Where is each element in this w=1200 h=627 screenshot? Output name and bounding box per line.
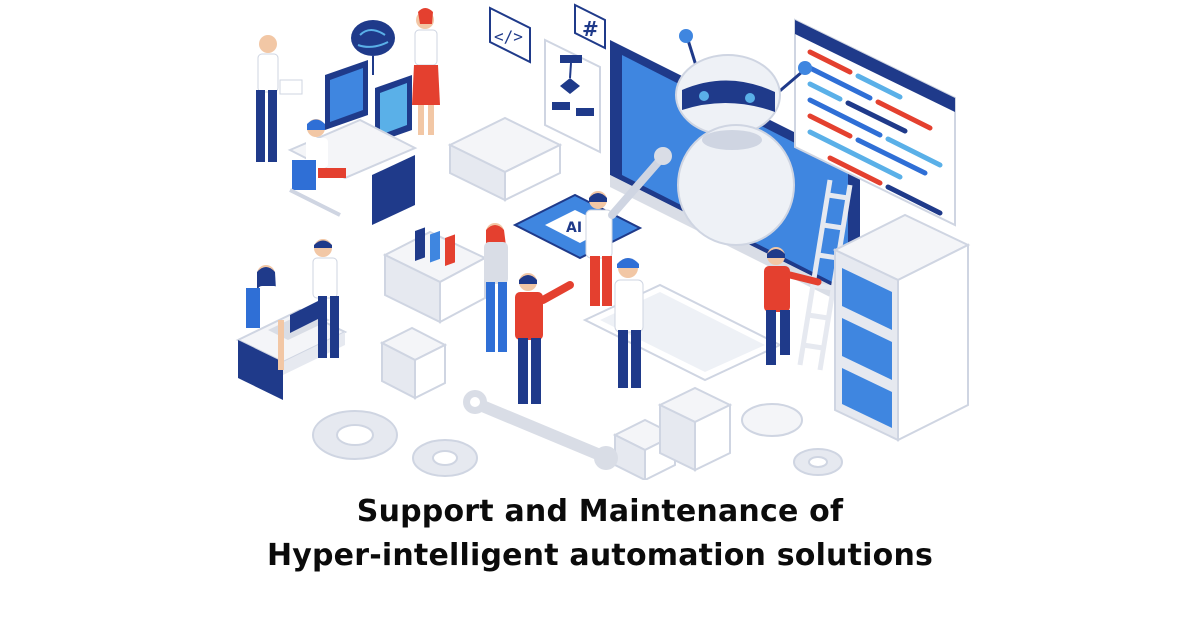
paper-stack <box>447 116 563 202</box>
person-with-wrench <box>585 147 672 306</box>
person-manager-top <box>256 35 303 162</box>
flowchart-icon <box>544 38 601 154</box>
svg-text:</>: </> <box>494 27 523 46</box>
person-engineer <box>614 258 644 388</box>
caption-line-1: Support and Maintenance of <box>356 494 844 529</box>
brain-icon <box>351 20 395 75</box>
wrench-icon <box>463 390 618 470</box>
code-panel <box>794 18 956 227</box>
person-woman-center <box>484 223 508 352</box>
svg-text:AI: AI <box>566 220 582 236</box>
caption: Support and Maintenance of Hyper-intelli… <box>0 490 1200 578</box>
mouse-icon <box>741 403 803 437</box>
svg-text:#: # <box>582 17 599 41</box>
dashboard-monitors <box>325 60 412 143</box>
caption-line-2: Hyper-intelligent automation solutions <box>266 538 934 573</box>
person-seated-top <box>289 119 346 217</box>
cube-small <box>379 326 448 400</box>
robot-icon <box>675 29 812 246</box>
server-icon <box>832 213 971 442</box>
box-icon <box>382 227 488 324</box>
gear-icon <box>312 410 843 477</box>
person-manager-bottom <box>312 239 339 358</box>
cube-stack <box>612 386 733 480</box>
hash-icon: # <box>574 3 606 50</box>
person-pointing <box>515 273 574 404</box>
keyboard-icon <box>582 283 783 382</box>
automation-illustration: </> # AI <box>235 3 971 480</box>
person-seated-bottom <box>246 265 284 370</box>
code-tag-icon: </> <box>489 6 531 64</box>
person-woman-top <box>412 8 440 135</box>
person-on-ladder <box>764 247 822 365</box>
